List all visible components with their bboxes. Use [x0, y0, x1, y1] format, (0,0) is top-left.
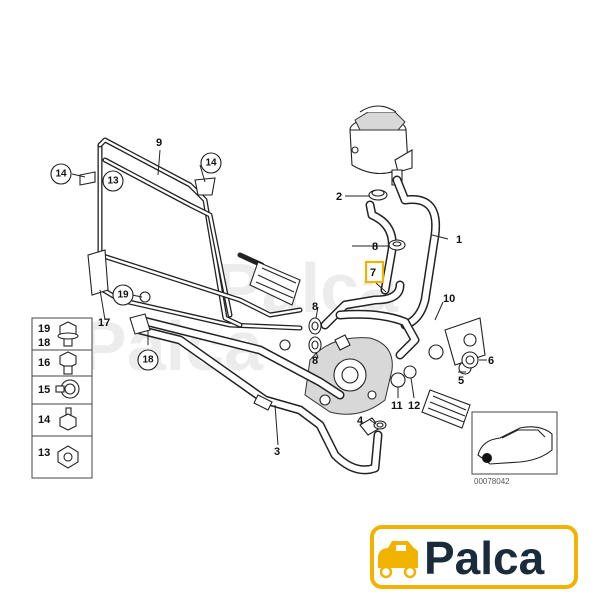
label-8-top: 8	[372, 241, 378, 253]
label-2: 2	[336, 191, 342, 203]
seal-rings	[308, 239, 406, 354]
label-5: 5	[458, 375, 464, 387]
pressure-line-fitting	[253, 394, 273, 411]
callout-14-left-ring	[50, 163, 72, 185]
label-18: 18	[142, 355, 154, 366]
label-12: 12	[408, 400, 420, 412]
fitting-6-inner	[465, 355, 475, 365]
car-logo-icon	[378, 541, 418, 579]
clip-14	[79, 171, 96, 186]
vehicle-locator-thumbnail: 00078042	[471, 411, 558, 486]
label-14-top: 14	[205, 158, 217, 169]
legend-18: 18	[38, 337, 50, 349]
fittings	[390, 344, 479, 388]
highlight-box-7	[364, 260, 385, 284]
hex-nut-icon	[57, 445, 79, 469]
reservoir	[349, 105, 413, 186]
fitting-10	[428, 344, 444, 360]
supply-hoses	[320, 175, 441, 360]
line-bracket	[129, 313, 151, 335]
legend-15: 15	[38, 384, 50, 396]
catalog-number: 00078042	[474, 477, 510, 486]
steering-rack-left	[237, 252, 301, 306]
hex-bolt-icon	[59, 351, 77, 375]
label-10: 10	[443, 293, 455, 305]
cooling-coil	[79, 137, 303, 331]
label-14-left: 14	[55, 169, 67, 180]
palca-logo: Palca	[370, 525, 578, 589]
fitting-12	[403, 365, 417, 379]
brand-name: Palca	[424, 532, 545, 584]
label-3: 3	[274, 446, 280, 458]
seal-ring-8b-inner	[311, 321, 319, 331]
label-1: 1	[456, 234, 462, 246]
legend-14: 14	[38, 414, 51, 426]
label-8-mid: 8	[312, 301, 318, 313]
label-7: 7	[370, 267, 376, 279]
callout-19-ring	[112, 284, 134, 306]
fitting-11	[390, 372, 406, 388]
seal-ring-8a-inner	[392, 241, 402, 247]
hardware-legend: 19 18 16 15 14 13	[31, 317, 93, 479]
label-19: 19	[117, 290, 129, 301]
label-6: 6	[488, 355, 494, 367]
label-9: 9	[156, 137, 162, 149]
union-nut	[279, 339, 291, 351]
car-roofline	[501, 429, 546, 439]
seal-ring-8c-inner	[311, 340, 319, 350]
label-11: 11	[391, 400, 403, 412]
legend-13: 13	[38, 447, 50, 459]
hose-clamp-2	[368, 189, 388, 201]
pressure-line	[129, 313, 383, 475]
legend-16: 16	[38, 357, 50, 369]
logo-frame	[370, 525, 578, 589]
bracket-left	[87, 249, 109, 296]
callout-18-ring	[137, 349, 159, 371]
bolt-washer-icon	[57, 321, 79, 347]
stud-nut-icon	[59, 407, 77, 431]
callout-13-ring	[102, 170, 124, 192]
hose-clamp-icon	[55, 379, 80, 399]
callout-14-top-ring	[200, 152, 222, 174]
washer-4	[373, 420, 387, 430]
label-4: 4	[357, 415, 364, 427]
location-dot	[482, 453, 492, 463]
callouts: 9 1 2 8 8 8 10 11 12 5 6 4 3 17 7 14 13 …	[50, 137, 494, 458]
bracket-top	[194, 177, 216, 196]
leader-lines	[71, 149, 487, 446]
legend-19: 19	[38, 323, 50, 335]
label-8-low: 8	[312, 355, 318, 367]
steering-pump	[304, 334, 393, 415]
label-13: 13	[107, 176, 119, 187]
label-17: 17	[98, 317, 110, 329]
